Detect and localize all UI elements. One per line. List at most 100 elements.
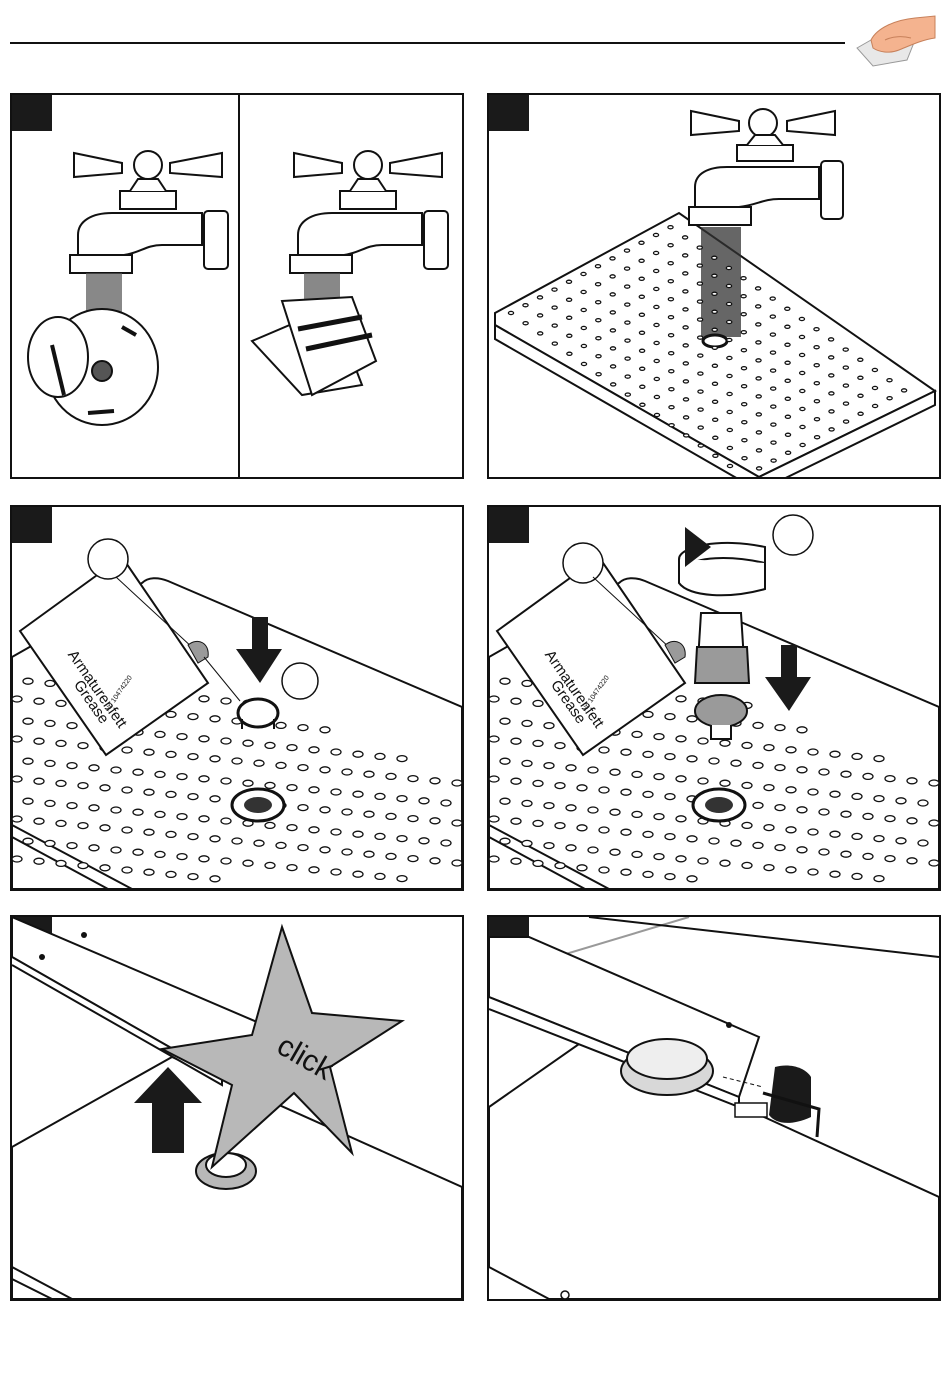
nozzle-dot bbox=[581, 362, 586, 365]
nozzle-dot bbox=[643, 871, 653, 877]
nozzle-dot bbox=[764, 825, 774, 831]
nozzle-dot bbox=[676, 856, 686, 862]
nozzle-dot bbox=[430, 778, 440, 784]
nozzle-dot bbox=[874, 836, 884, 842]
nozzle-dot bbox=[929, 820, 939, 826]
nozzle-dot bbox=[885, 776, 895, 782]
nozzle-dot bbox=[742, 457, 747, 460]
nozzle-dot bbox=[577, 865, 587, 871]
nozzle-dot bbox=[726, 284, 731, 287]
nozzle-dot bbox=[713, 400, 718, 403]
nozzle-dot bbox=[552, 324, 557, 327]
nozzle-dot bbox=[89, 805, 99, 811]
nozzle-dot bbox=[577, 825, 587, 831]
nozzle-dot bbox=[210, 876, 220, 882]
nozzle-dot bbox=[654, 814, 664, 820]
nozzle-dot bbox=[775, 845, 785, 851]
nozzle-dot bbox=[78, 863, 88, 869]
nozzle-dot bbox=[199, 816, 209, 822]
nozzle-dot bbox=[596, 337, 601, 340]
nozzle-dot bbox=[709, 758, 719, 764]
secure-screw-illustration bbox=[489, 917, 939, 1299]
nozzle-dot bbox=[887, 397, 892, 400]
nozzle-dot bbox=[874, 876, 884, 882]
nozzle-dot bbox=[625, 267, 630, 270]
nozzle-dot bbox=[698, 390, 703, 393]
nozzle-dot bbox=[552, 306, 557, 309]
nozzle-dot bbox=[364, 771, 374, 777]
nozzle-dot bbox=[610, 809, 620, 815]
nozzle-dot bbox=[756, 449, 761, 452]
nozzle-dot bbox=[188, 714, 198, 720]
nozzle-dot bbox=[800, 389, 805, 392]
nozzle-dot bbox=[771, 405, 776, 408]
nozzle-dot bbox=[654, 734, 664, 740]
nozzle-dot bbox=[858, 376, 863, 379]
nozzle-dot bbox=[858, 358, 863, 361]
nozzle-dot bbox=[753, 762, 763, 768]
nozzle-dot bbox=[523, 304, 528, 307]
nozzle-dot bbox=[712, 346, 717, 349]
nozzle-dot bbox=[814, 328, 819, 331]
nozzle-dot bbox=[829, 338, 834, 341]
nozzle-dot bbox=[698, 738, 708, 744]
step-panel-1 bbox=[10, 93, 464, 479]
nozzle-dot bbox=[929, 860, 939, 866]
nozzle-dot bbox=[489, 776, 499, 782]
nozzle-dot bbox=[419, 798, 429, 804]
nozzle-dot bbox=[632, 771, 642, 777]
nozzle-dot bbox=[771, 369, 776, 372]
nozzle-dot bbox=[298, 845, 308, 851]
nozzle-dot bbox=[599, 867, 609, 873]
nozzle-dot bbox=[654, 359, 659, 362]
nozzle-dot bbox=[100, 825, 110, 831]
nozzle-dot bbox=[654, 413, 659, 416]
nozzle-dot bbox=[533, 780, 543, 786]
step-panel-3: Armaturenfett Grease Nr. 10474220 bbox=[10, 505, 464, 891]
nozzle-dot bbox=[331, 829, 341, 835]
nozzle-dot bbox=[23, 798, 33, 804]
nozzle-dot bbox=[122, 867, 132, 873]
nozzle-dot bbox=[625, 357, 630, 360]
nozzle-dot bbox=[654, 251, 659, 254]
nozzle-dot bbox=[797, 807, 807, 813]
nozzle-dot bbox=[669, 352, 674, 355]
nozzle-dot bbox=[12, 816, 22, 822]
nozzle-dot bbox=[522, 680, 532, 686]
nozzle-dot bbox=[907, 858, 917, 864]
nozzle-dot bbox=[632, 731, 642, 737]
nozzle-dot bbox=[687, 876, 697, 882]
nozzle-dot bbox=[500, 678, 510, 684]
nozzle-dot bbox=[144, 869, 154, 875]
nozzle-dot bbox=[843, 384, 848, 387]
nozzle-dot bbox=[727, 302, 732, 305]
nozzle-dot bbox=[808, 829, 818, 835]
header-rule bbox=[10, 42, 845, 44]
nozzle-dot bbox=[771, 441, 776, 444]
nozzle-dot bbox=[522, 760, 532, 766]
nozzle-dot bbox=[687, 836, 697, 842]
nozzle-dot bbox=[452, 780, 462, 786]
nozzle-dot bbox=[221, 818, 231, 824]
nozzle-dot bbox=[596, 301, 601, 304]
nozzle-dot bbox=[683, 290, 688, 293]
nozzle-dot bbox=[676, 736, 686, 742]
nozzle-dot bbox=[588, 847, 598, 853]
nozzle-dot bbox=[45, 760, 55, 766]
nozzle-dot bbox=[320, 807, 330, 813]
nozzle-dot bbox=[785, 433, 790, 436]
nozzle-dot bbox=[23, 718, 33, 724]
nozzle-dot bbox=[720, 860, 730, 866]
nozzle-dot bbox=[771, 459, 776, 462]
nozzle-dot bbox=[89, 765, 99, 771]
nozzle-dot bbox=[874, 756, 884, 762]
nozzle-dot bbox=[419, 838, 429, 844]
nozzle-dot bbox=[653, 233, 658, 236]
nozzle-dot bbox=[698, 354, 703, 357]
nozzle-dot bbox=[533, 860, 543, 866]
nozzle-dot bbox=[489, 736, 499, 742]
nozzle-dot bbox=[741, 295, 746, 298]
nozzle-dot bbox=[668, 244, 673, 247]
nozzle-dot bbox=[599, 787, 609, 793]
nozzle-dot bbox=[610, 275, 615, 278]
